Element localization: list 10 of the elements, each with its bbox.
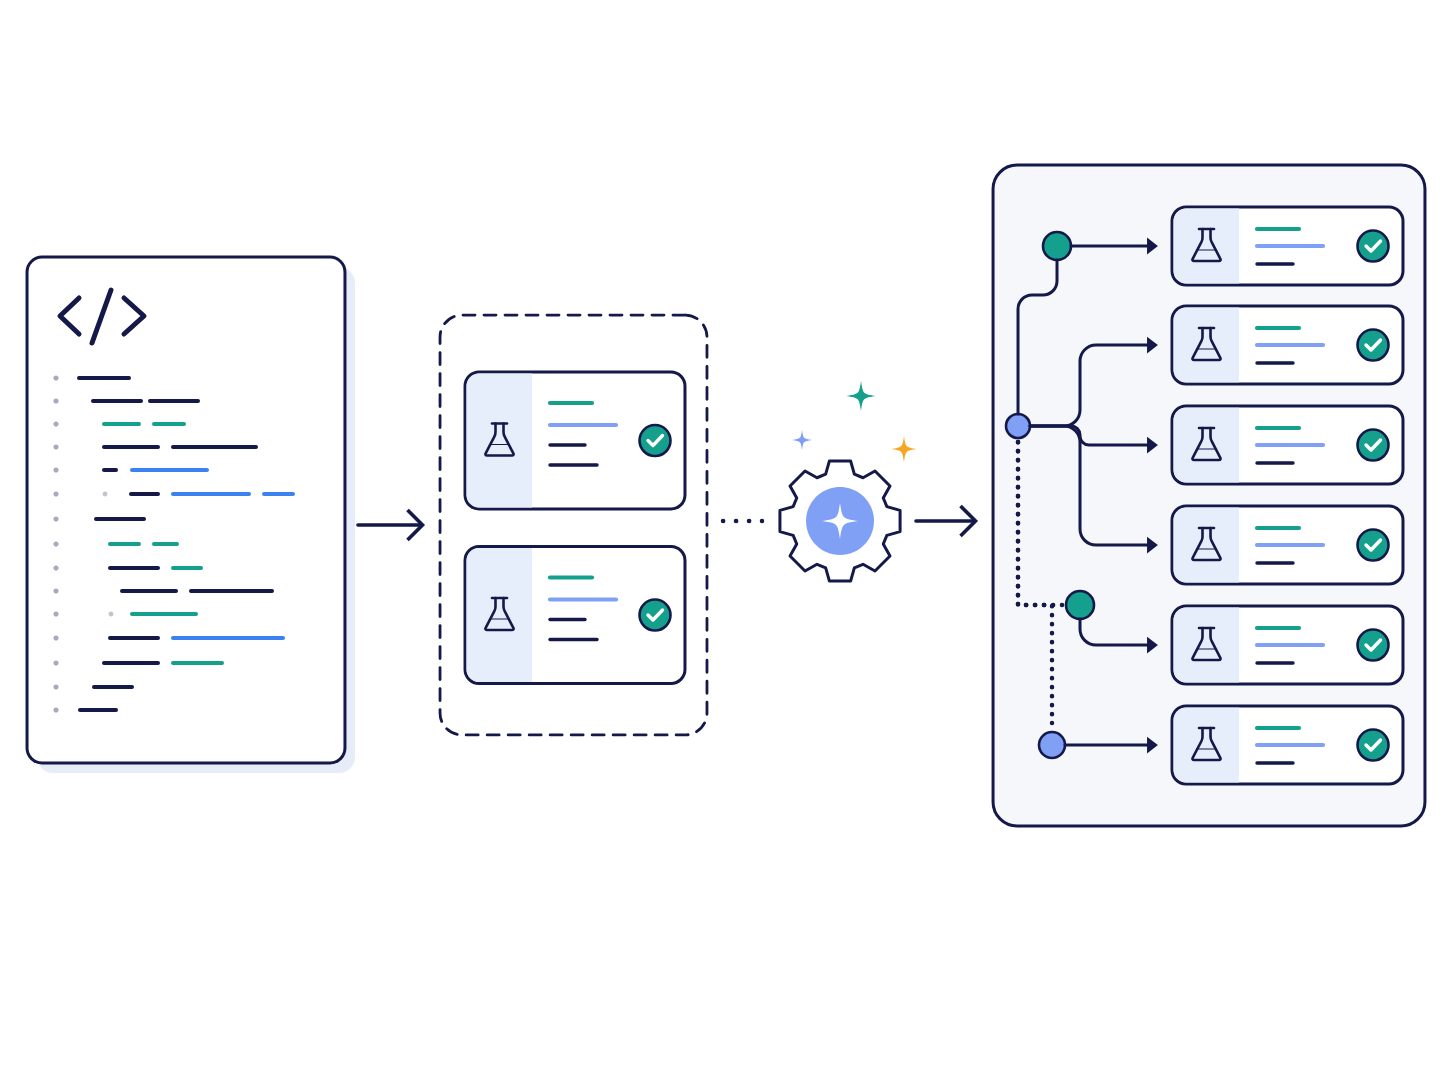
dashed-group-box xyxy=(438,313,709,737)
dotted-line xyxy=(720,518,765,524)
branch-dot xyxy=(1037,730,1067,760)
branch-dot xyxy=(1041,230,1073,262)
dotted-line xyxy=(1015,439,1055,726)
connector-line xyxy=(1016,258,1059,416)
branch-dot xyxy=(1064,589,1096,621)
arrow xyxy=(356,508,426,542)
branch-dot xyxy=(1004,412,1032,440)
gear-icon xyxy=(778,459,902,583)
